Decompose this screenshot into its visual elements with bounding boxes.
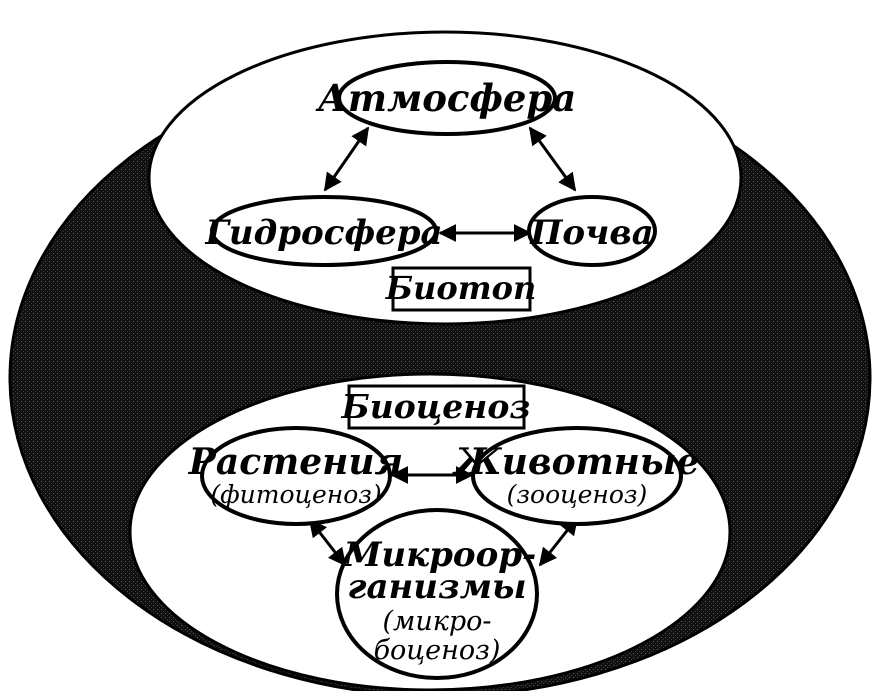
node-soil: Почва	[527, 195, 657, 267]
biocenosis-label-box: Биоценоз	[341, 384, 531, 430]
node-soil-label: Почва	[529, 213, 653, 253]
biotope-label: Биотоп	[385, 269, 536, 307]
biocenosis-label: Биоценоз	[341, 387, 531, 426]
node-hydrosphere-label: Гидросфера	[204, 213, 442, 253]
node-microorganisms-subtitle-2: боценоз)	[374, 635, 501, 666]
node-animals: Животные (зооценоз)	[452, 426, 700, 526]
node-plants: Растения (фитоценоз)	[188, 426, 403, 526]
node-hydrosphere: Гидросфера	[204, 195, 443, 267]
node-atmosphere: Атмосфера	[315, 60, 576, 136]
node-microorganisms: Микроор- ганизмы (микро- боценоз)	[335, 508, 539, 680]
node-microorganisms-title-1: Микроор-	[343, 535, 536, 575]
arrow-atmosphere-hydrosphere	[323, 126, 370, 192]
biotope-label-box: Биотоп	[385, 266, 536, 312]
node-plants-subtitle: (фитоценоз)	[210, 480, 381, 509]
node-microorganisms-subtitle-1: (микро-	[382, 606, 491, 637]
arrow-plants-microorganisms	[308, 518, 347, 567]
node-animals-subtitle: (зооценоз)	[507, 480, 648, 509]
node-plants-title: Растения	[188, 441, 403, 483]
node-animals-title: Животные	[452, 441, 700, 483]
node-atmosphere-label: Атмосфера	[315, 76, 576, 120]
node-microorganisms-title-2: ганизмы	[347, 567, 526, 607]
arrow-atmosphere-soil	[528, 126, 577, 192]
